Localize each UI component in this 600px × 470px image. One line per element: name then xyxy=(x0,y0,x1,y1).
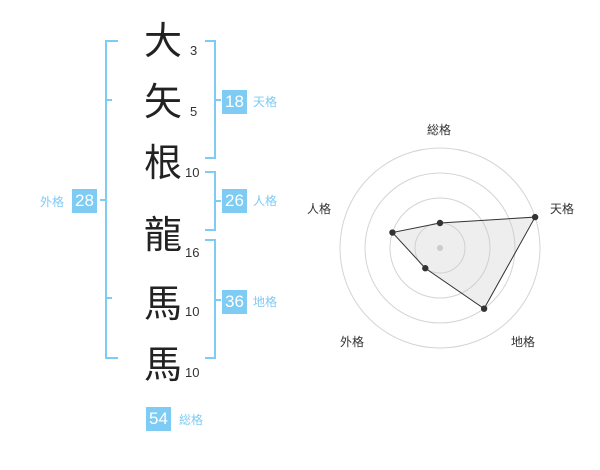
soukaku-value-badge: 54 xyxy=(146,407,171,431)
gaikaku-label: 外格 xyxy=(40,195,65,209)
name-char-6: 馬 xyxy=(143,343,182,387)
chikaku-value-badge: 36 xyxy=(222,290,247,314)
stroke-count-6: 10 xyxy=(185,365,200,380)
radar-point-3 xyxy=(480,305,488,312)
stroke-count-5: 10 xyxy=(185,304,200,319)
name-char-2: 矢 xyxy=(143,80,182,124)
tenkaku-value-badge: 18 xyxy=(222,90,247,114)
radar-axis-label-tenkaku: 天格 xyxy=(550,202,575,216)
stroke-count-4: 16 xyxy=(185,245,200,260)
gaikaku-value-badge: 28 xyxy=(72,189,97,213)
radar-axis-label-soukaku: 総格 xyxy=(427,123,452,137)
radar-axis-label-gaikaku: 外格 xyxy=(340,335,365,349)
radar-center-dot xyxy=(437,245,443,251)
radar-point-4 xyxy=(422,265,429,272)
tenkaku-label: 天格 xyxy=(253,95,278,109)
jinkaku-label: 人格 xyxy=(253,194,278,208)
jinkaku-value-badge: 26 xyxy=(222,189,247,213)
chikaku-label: 地格 xyxy=(253,295,278,309)
radar-point-2 xyxy=(531,213,539,221)
radar-axis-label-chikaku: 地格 xyxy=(511,335,536,349)
radar-ring-3 xyxy=(364,172,516,324)
stroke-count-1: 3 xyxy=(190,43,198,58)
stroke-count-2: 5 xyxy=(190,104,198,119)
radar-point-1 xyxy=(436,219,444,227)
soukaku-label: 総格 xyxy=(179,413,204,427)
radar-ring-4 xyxy=(339,147,541,349)
name-char-1: 大 xyxy=(143,19,182,63)
name-char-5: 馬 xyxy=(143,282,182,326)
radar-ring-2 xyxy=(389,197,491,299)
name-char-3: 根 xyxy=(143,141,182,185)
radar-axis-label-jinkaku: 人格 xyxy=(307,202,332,216)
radar-point-5 xyxy=(389,229,396,236)
radar-area xyxy=(391,216,536,310)
stroke-count-3: 10 xyxy=(185,165,200,180)
name-char-4: 龍 xyxy=(143,213,182,257)
